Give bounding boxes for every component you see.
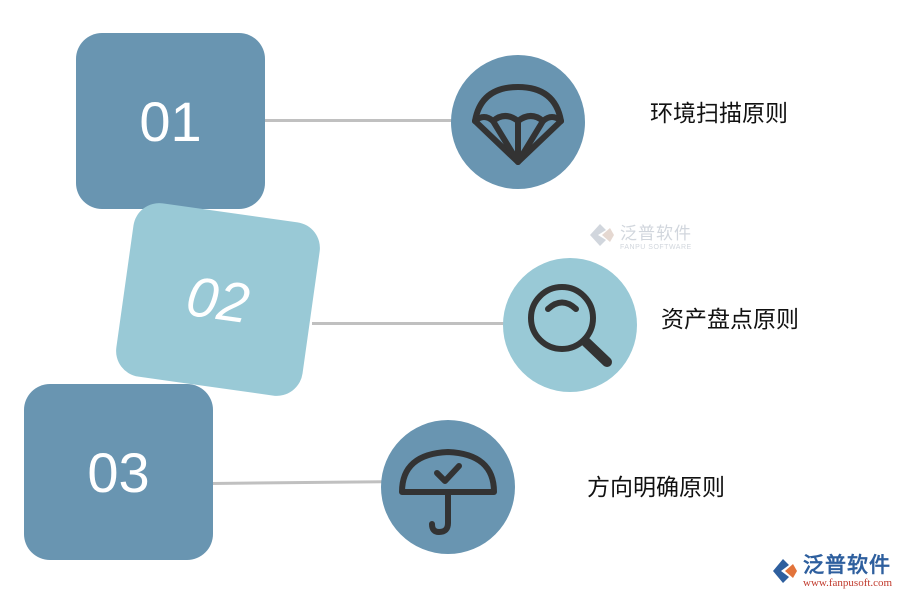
watermark-corner-name: 泛普软件 [803,553,891,577]
step-label-3: 方向明确原则 [587,475,725,501]
watermark-corner: 泛普软件 www.fanpusoft.com [769,553,892,589]
step-icon-circle-2 [503,258,637,392]
step-icon-circle-1 [451,55,585,189]
step-label-1: 环境扫描原则 [650,101,788,127]
watermark-center: 泛普软件 FANPU SOFTWARE [586,219,692,251]
step-label-2: 资产盘点原则 [661,307,799,333]
step-number-3: 03 [87,440,150,504]
fanpu-logo-icon [590,224,614,246]
watermark-center-name: 泛普软件 [620,224,692,244]
step-icon-circle-3 [381,420,515,554]
watermark-center-sub: FANPU SOFTWARE [620,244,692,251]
step-number-box-3: 03 [24,384,213,560]
umbrella-icon [399,449,497,535]
step-number-box-2: 02 [112,199,324,400]
magnifier-icon [528,284,612,367]
step-number-2: 02 [182,263,254,336]
connector-line-1 [265,119,455,122]
fanpu-logo-icon [773,559,797,583]
parachute-icon [472,84,564,165]
connector-line-2 [312,322,507,325]
watermark-corner-url: www.fanpusoft.com [803,577,893,589]
step-number-1: 01 [139,89,202,153]
connector-line-3 [211,480,385,485]
step-number-box-1: 01 [76,33,265,209]
